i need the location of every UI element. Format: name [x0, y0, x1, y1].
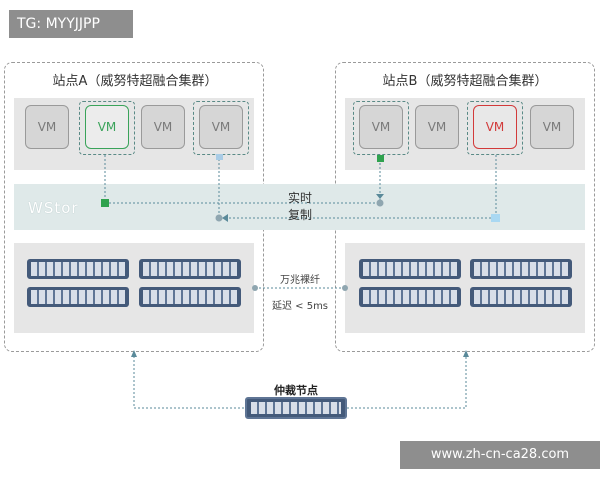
site-a-disk-4	[139, 287, 241, 307]
site-a-vm-3[interactable]: VM	[141, 105, 185, 149]
site-a-disk-3	[27, 287, 129, 307]
site-a-disk-2	[139, 259, 241, 279]
replication-label-line2: 复制	[287, 208, 312, 222]
site-b-title: 站点B（威努特超融合集群）	[382, 74, 548, 89]
wstor-band	[14, 184, 585, 230]
site-b-disk-3	[359, 287, 461, 307]
site-watermark: www.zh-cn-ca28.com	[400, 441, 600, 469]
site-b-vm-2[interactable]: VM	[415, 105, 459, 149]
site-b-vm-3-selection	[467, 101, 523, 155]
site-b-disk-2	[470, 259, 572, 279]
site-a-vm-2-selection	[79, 101, 135, 155]
site-a-disk-1	[27, 259, 129, 279]
site-a-vm-4[interactable]: VM	[199, 105, 243, 149]
tg-watermark: TG: MYYJJPP	[9, 10, 133, 38]
wstor-label: WStor	[28, 199, 79, 217]
site-b-vm-1[interactable]: VM	[359, 105, 403, 149]
arbiter-node-disk	[245, 397, 347, 419]
fiber-link-label: 万兆裸纤	[280, 275, 320, 286]
site-b-disk-4	[470, 287, 572, 307]
site-b-vm-1-selection	[353, 101, 409, 155]
arbiter-node-label: 仲裁节点	[274, 384, 318, 397]
site-a-vm-1[interactable]: VM	[25, 105, 69, 149]
site-b-vm-4[interactable]: VM	[530, 105, 574, 149]
latency-label: 延迟 < 5ms	[271, 301, 329, 312]
site-b-disk-1	[359, 259, 461, 279]
site-a-title: 站点A（威努特超融合集群）	[52, 74, 218, 89]
site-a-vm-2[interactable]: VM	[85, 105, 129, 149]
site-b-vm-3[interactable]: VM	[473, 105, 517, 149]
replication-label-line1: 实时	[287, 191, 312, 205]
